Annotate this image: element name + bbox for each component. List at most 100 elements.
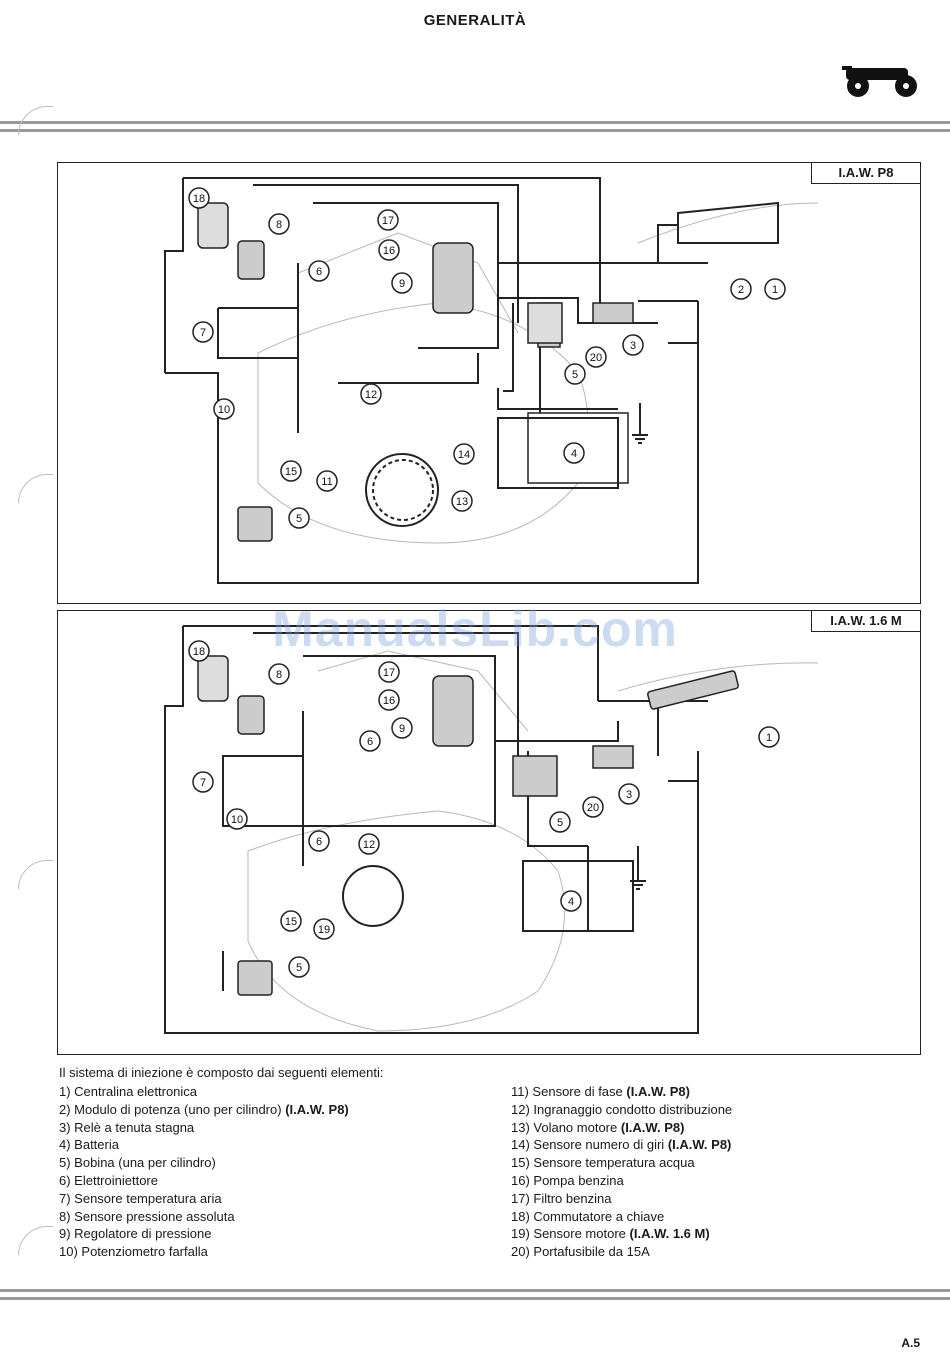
svg-text:16: 16: [383, 695, 395, 707]
binder-hole: [18, 860, 53, 889]
svg-text:4: 4: [571, 448, 577, 460]
svg-text:3: 3: [626, 789, 632, 801]
callout-11: 11: [316, 470, 338, 492]
svg-text:20: 20: [590, 352, 602, 364]
header-rule-2: [0, 129, 950, 132]
svg-text:9: 9: [399, 723, 405, 735]
callout-6: 6: [308, 260, 330, 282]
panel-label-iaw-16m: I.A.W. 1.6 M: [811, 611, 920, 632]
callout-9: 9: [391, 717, 413, 739]
legend-item: 3) Relè a tenuta stagna: [59, 1119, 195, 1135]
svg-text:20: 20: [587, 802, 599, 814]
legend-item: 2) Modulo di potenza (uno per cilindro) …: [59, 1101, 349, 1117]
callout-3: 3: [622, 334, 644, 356]
callout-3: 3: [618, 783, 640, 805]
callout-10: 10: [213, 398, 235, 420]
callout-6: 6: [308, 830, 330, 852]
svg-text:8: 8: [276, 669, 282, 681]
svg-text:17: 17: [383, 667, 395, 679]
callout-18: 18: [188, 187, 210, 209]
callout-4: 4: [563, 442, 585, 464]
callout-2: 2: [730, 278, 752, 300]
svg-text:5: 5: [557, 817, 563, 829]
legend-item: 18) Commutatore a chiave: [511, 1208, 665, 1224]
footer-rule: [0, 1289, 950, 1292]
callout-15: 15: [280, 910, 302, 932]
svg-text:7: 7: [200, 777, 206, 789]
callout-10: 10: [226, 808, 248, 830]
callout-5: 5: [564, 363, 586, 385]
callout-8: 8: [268, 213, 290, 235]
svg-text:9: 9: [399, 278, 405, 290]
callout-13: 13: [451, 490, 473, 512]
callout-17: 17: [378, 661, 400, 683]
callout-7: 7: [192, 321, 214, 343]
legend-left: 1) Centralina elettronica 2) Modulo di p…: [59, 1083, 349, 1261]
motorcycle-icon: [842, 66, 917, 97]
legend-item: 17) Filtro benzina: [511, 1190, 612, 1206]
callout-6: 6: [359, 730, 381, 752]
svg-text:8: 8: [276, 219, 282, 231]
svg-text:5: 5: [296, 513, 302, 525]
svg-text:12: 12: [365, 389, 377, 401]
callout-5: 5: [288, 956, 310, 978]
callout-12: 12: [358, 833, 380, 855]
svg-text:11: 11: [321, 476, 332, 488]
svg-text:13: 13: [456, 496, 468, 508]
svg-text:14: 14: [458, 449, 470, 461]
callout-16: 16: [378, 239, 400, 261]
panel-label-iaw-p8: I.A.W. P8: [811, 163, 920, 184]
callout-1: 1: [758, 726, 780, 748]
header-rule: [0, 121, 950, 124]
svg-text:1: 1: [772, 284, 778, 296]
svg-text:6: 6: [316, 836, 322, 848]
callout-9: 9: [391, 272, 413, 294]
legend-item: 15) Sensore temperatura acqua: [511, 1155, 695, 1171]
legend-item: 4) Batteria: [59, 1137, 119, 1153]
callout-16: 16: [378, 689, 400, 711]
svg-text:19: 19: [318, 924, 330, 936]
legend-intro: Il sistema di iniezione è composto dai s…: [59, 1065, 384, 1080]
legend-item: 1) Centralina elettronica: [59, 1084, 198, 1099]
svg-text:1: 1: [766, 732, 772, 744]
legend-item: 9) Regolatore di pressione: [59, 1226, 212, 1242]
svg-text:12: 12: [363, 839, 375, 851]
svg-text:18: 18: [193, 193, 205, 205]
legend-item: 16) Pompa benzina: [511, 1172, 624, 1188]
svg-text:6: 6: [316, 266, 322, 278]
svg-text:16: 16: [383, 245, 395, 257]
binder-hole: [18, 474, 53, 503]
binder-hole: [18, 1226, 53, 1255]
callout-20: 20: [582, 796, 604, 818]
callout-12: 12: [360, 383, 382, 405]
legend-item: 14) Sensore numero di giri (I.A.W. P8): [511, 1137, 732, 1153]
callout-5: 5: [288, 507, 310, 529]
legend-item: 13) Volano motore (I.A.W. P8): [511, 1119, 685, 1135]
binder-hole: [18, 106, 53, 135]
svg-text:15: 15: [285, 916, 297, 928]
callout-7: 7: [192, 771, 214, 793]
footer-rule-2: [0, 1297, 950, 1300]
svg-text:15: 15: [285, 466, 297, 478]
callout-20: 20: [585, 346, 607, 368]
svg-text:6: 6: [367, 736, 373, 748]
svg-text:4: 4: [568, 896, 574, 908]
legend-item: 12) Ingranaggio condotto distribuzione: [511, 1101, 733, 1117]
legend-right: 11) Sensore di fase (I.A.W. P8) 12) Ingr…: [511, 1083, 732, 1261]
legend-item: 8) Sensore pressione assoluta: [59, 1208, 235, 1224]
callout-14: 14: [453, 443, 475, 465]
callout-5: 5: [549, 811, 571, 833]
legend-item: 11) Sensore di fase (I.A.W. P8): [511, 1084, 690, 1099]
callout-19: 19: [313, 918, 335, 940]
callout-4: 4: [560, 890, 582, 912]
callout-17: 17: [377, 209, 399, 231]
svg-text:5: 5: [296, 962, 302, 974]
legend-item: 19) Sensore motore (I.A.W. 1.6 M): [511, 1226, 710, 1242]
svg-text:10: 10: [218, 404, 230, 416]
page-number: A.5: [901, 1336, 920, 1350]
legend-item: 7) Sensore temperatura aria: [59, 1190, 222, 1206]
